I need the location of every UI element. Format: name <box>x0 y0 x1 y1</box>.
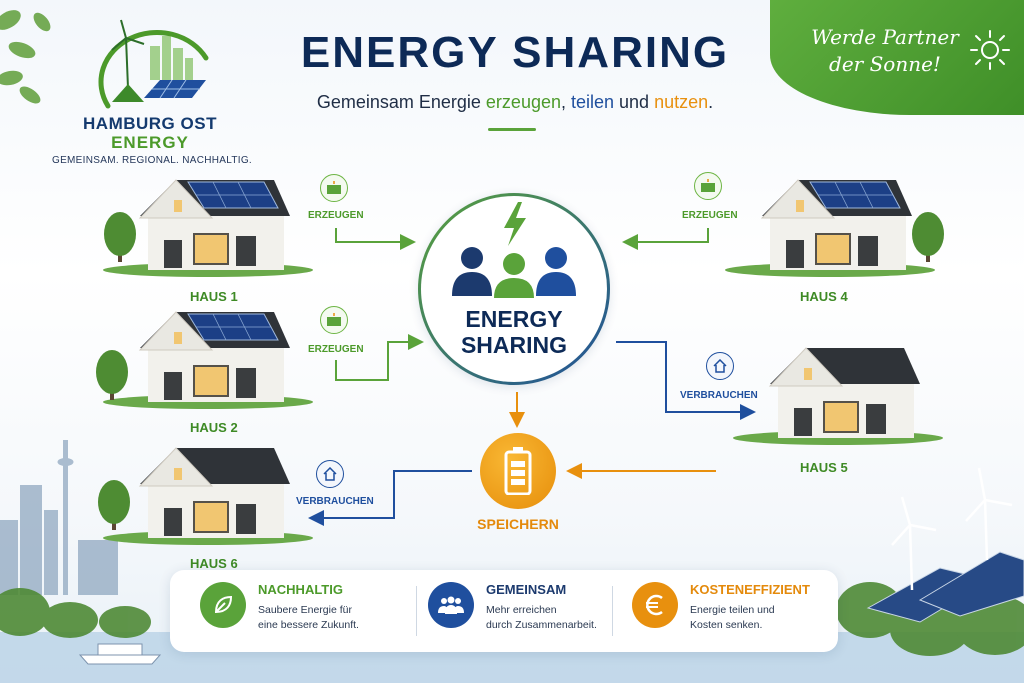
role-label-haus5: VERBRAUCHEN <box>680 390 758 401</box>
page-title: ENERGY SHARING <box>300 28 730 77</box>
logo-emblem <box>98 19 209 109</box>
feature-title: KOSTENEFFIZIENT <box>690 582 810 597</box>
subtitle-nutzen: nutzen <box>654 92 709 112</box>
role-label-haus6: VERBRAUCHEN <box>296 496 374 507</box>
feature-gemeinsam: GEMEINSAM Mehr erreichen durch Zusammena… <box>428 582 597 642</box>
title-divider <box>488 128 536 131</box>
community-icon <box>452 202 576 298</box>
partner-badge <box>770 0 1024 115</box>
feature-text: eine bessere Zukunft. <box>258 619 359 631</box>
boat <box>78 643 162 665</box>
feature-text: Saubere Energie für <box>258 604 352 616</box>
house-label-haus5: HAUS 5 <box>800 460 848 475</box>
feature-nachhaltig: NACHHALTIG Saubere Energie für eine bess… <box>200 582 359 642</box>
house-label-haus6: HAUS 6 <box>190 556 238 571</box>
arrow-hub-haus5 <box>616 341 756 420</box>
storage-label: SPEICHERN <box>477 516 559 532</box>
battery-icon <box>504 447 532 495</box>
haus-2-illustration <box>96 311 314 410</box>
group-icon <box>428 582 474 628</box>
wind-turbines <box>891 467 1013 591</box>
hub-label-line2: SHARING <box>460 332 568 358</box>
hub-label-line1: ENERGY <box>465 306 563 332</box>
top-left-foliage <box>0 10 51 104</box>
house-label-haus4: HAUS 4 <box>800 289 848 304</box>
house-label-haus2: HAUS 2 <box>190 420 238 435</box>
subtitle-part: , <box>560 92 571 112</box>
feature-divider <box>612 586 613 636</box>
logo-slogan: GEMEINSAM. REGIONAL. NACHHALTIG. <box>52 155 252 166</box>
logo-name: HAMBURG OST <box>83 114 217 133</box>
feature-text: Kosten senken. <box>690 619 763 631</box>
feature-title: GEMEINSAM <box>486 582 567 597</box>
home-icon <box>706 352 734 380</box>
feature-title: NACHHALTIG <box>258 582 343 597</box>
feature-kosteneffizient: KOSTENEFFIZIENT Energie teilen und Koste… <box>632 582 810 642</box>
city-skyline <box>0 440 118 595</box>
solar-panel-icon <box>320 174 348 202</box>
role-label-haus1: ERZEUGEN <box>308 210 364 221</box>
role-label-haus4: ERZEUGEN <box>682 210 738 221</box>
haus-4-illustration <box>724 179 944 278</box>
features-panel <box>170 570 838 652</box>
subtitle-teilen: teilen <box>571 92 615 112</box>
turbine-icon <box>125 37 129 89</box>
feature-text: Energie teilen und <box>690 604 775 616</box>
logo-energy: ENERGY <box>111 133 189 152</box>
lightning-icon <box>504 202 526 246</box>
haus-6-illustration <box>98 447 314 546</box>
feature-text: durch Zusammenarbeit. <box>486 619 597 631</box>
haus-1-illustration <box>102 179 314 278</box>
role-label-haus2: ERZEUGEN <box>308 344 364 355</box>
subtitle-part: . <box>708 92 714 112</box>
euro-icon <box>632 582 678 628</box>
solar-panel-icon <box>694 172 722 200</box>
feature-text: Mehr erreichen <box>486 604 557 616</box>
partner-slogan-line1: Werde Partner <box>811 25 959 49</box>
arrow-haus6-storage <box>308 470 472 526</box>
partner-slogan-line2: der Sonne! <box>829 52 941 76</box>
left-trees <box>0 588 151 638</box>
partner-slogan: Werde Partner der Sonne! <box>810 24 960 78</box>
hub-label: ENERGY SHARING <box>418 306 610 358</box>
leaf-icon <box>200 582 246 628</box>
arrow-haus4-hub <box>622 228 709 250</box>
feature-divider <box>416 586 417 636</box>
home-icon <box>316 460 344 488</box>
sun-icon <box>970 30 1010 70</box>
subtitle-erzeugen: erzeugen <box>485 92 561 112</box>
page-subtitle: Gemeinsam Energie erzeugen, teilen und n… <box>270 92 760 113</box>
haus-5-illustration <box>732 347 944 446</box>
subtitle-part: Gemeinsam Energie <box>316 92 486 112</box>
solar-panel-icon <box>320 306 348 334</box>
arrow-haus1-hub <box>335 228 416 250</box>
arrow-haus2-hub <box>335 334 424 381</box>
subtitle-part: und <box>614 92 655 112</box>
house-label-haus1: HAUS 1 <box>190 289 238 304</box>
